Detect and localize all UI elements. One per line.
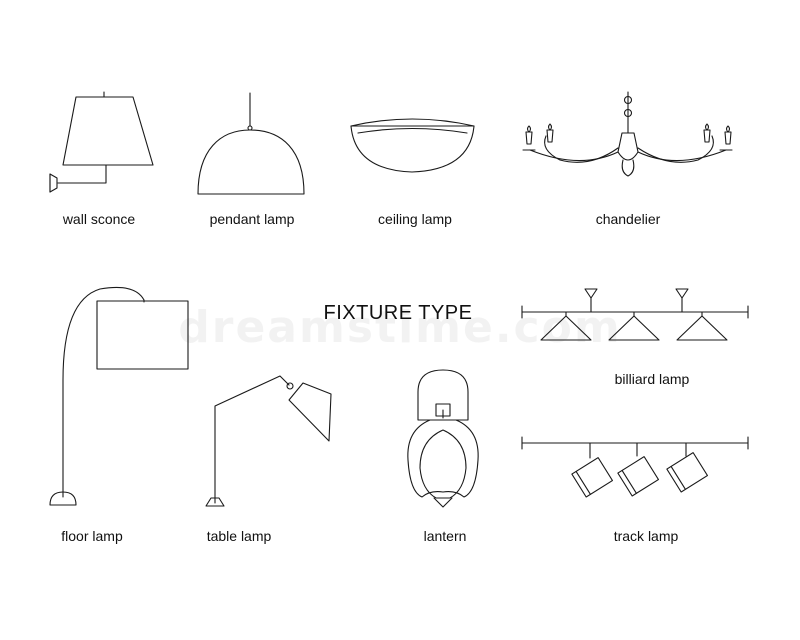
pendant-lamp-icon [197, 92, 305, 195]
label-ceiling-lamp: ceiling lamp [378, 211, 452, 227]
billiard-lamp-icon [521, 288, 749, 341]
label-wall-sconce: wall sconce [62, 211, 136, 227]
label-lantern: lantern [423, 528, 467, 544]
label-floor-lamp: floor lamp [61, 528, 123, 544]
lantern-icon [407, 369, 479, 508]
label-table-lamp: table lamp [206, 528, 272, 544]
label-track-lamp: track lamp [613, 528, 679, 544]
track-lamp-icon [521, 436, 749, 498]
diagram-title: FIXTURE TYPE [323, 302, 473, 324]
wall-sconce-icon [49, 91, 154, 193]
table-lamp-icon [205, 375, 332, 507]
label-billiard-lamp: billiard lamp [614, 371, 690, 387]
watermark: dreamstime.com [178, 302, 622, 353]
label-pendant-lamp: pendant lamp [209, 211, 295, 227]
chandelier-icon [522, 91, 733, 177]
label-chandelier: chandelier [595, 211, 661, 227]
ceiling-lamp-icon [350, 118, 475, 173]
floor-lamp-icon [49, 286, 189, 506]
